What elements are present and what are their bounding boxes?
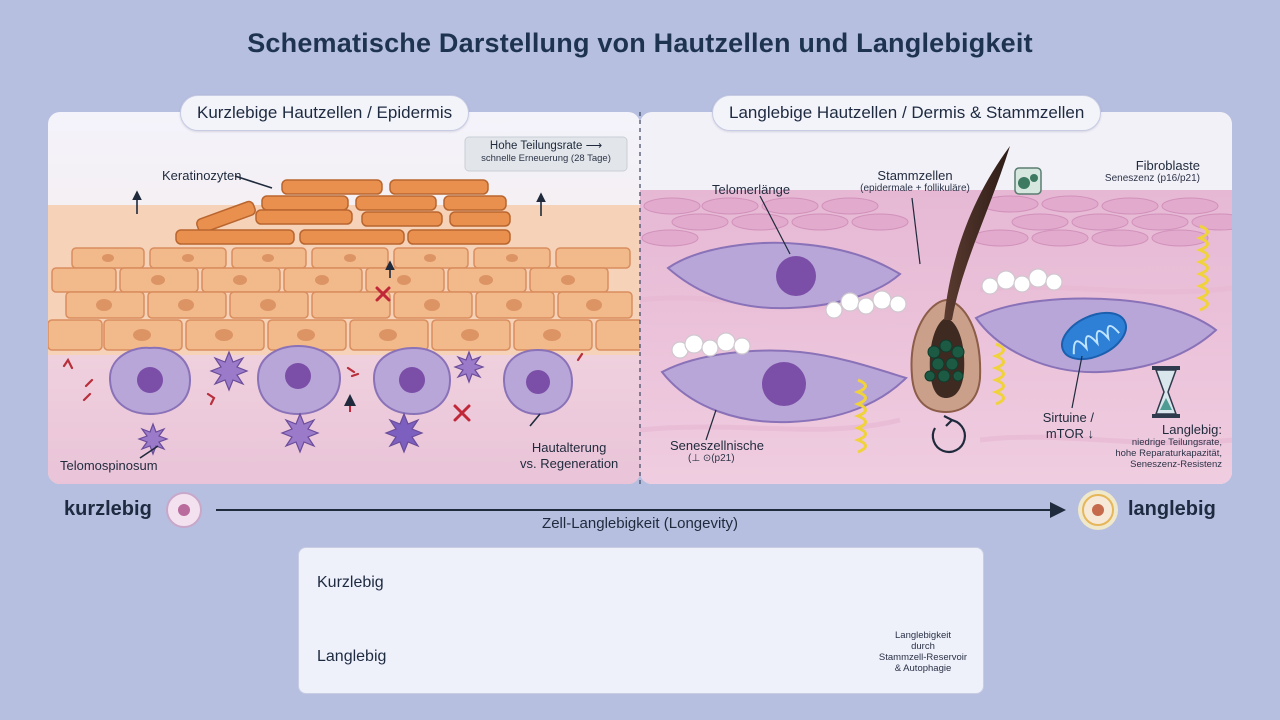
page-title: Schematische Darstellung von Hautzellen …: [247, 28, 1033, 58]
niche-title: Seneszellnische: [670, 438, 764, 453]
niche-sub: (⊥ ⊙(p21): [688, 453, 735, 464]
axis-short-lived: kurzlebig: [64, 498, 152, 520]
longlived-line3: Seneszenz-Resistenz: [1130, 459, 1222, 470]
sirtuins-line1: Sirtuine /: [1042, 410, 1094, 425]
elastin-clusters: [671, 268, 1063, 359]
longlived-line1: niedrige Teilungsrate,: [1131, 437, 1222, 448]
skin-aging-line2: vs. Regeneration: [520, 456, 619, 471]
axis-long-lived: langlebig: [1128, 498, 1216, 520]
skin-aging-label: Hautalterung vs. Regeneration: [520, 440, 618, 472]
left-panel: [48, 112, 640, 484]
mitochondrion-cell: [1061, 311, 1127, 361]
fibroblast-label: Fibroblaste Seneszenz (p16/p21): [1050, 158, 1200, 184]
hourglass-icon: [1152, 366, 1180, 418]
skin-aging-line1: Hautalterung: [531, 440, 607, 455]
division-rate-title: Hohe Teilungsrate: [489, 140, 583, 152]
legend-note-line4: & Autophagie: [894, 663, 952, 674]
fibroblast-title: Fibroblaste: [1135, 158, 1200, 173]
stem-cells-title: Stammzellen: [877, 168, 953, 183]
keratinocyte-cells: [175, 179, 511, 245]
cycle-arrow-icon: [931, 415, 966, 454]
right-panel-heading: Langlebige Hautzellen / Dermis & Stammze…: [712, 95, 1102, 131]
longlived-line2: hohe Reparaturkapazität,: [1115, 448, 1222, 459]
legend-longevity-note: Langlebigkeit durch Stammzell-Reservoir …: [871, 630, 975, 674]
niche-label: Seneszellnische (⊥ ⊙(p21): [670, 438, 764, 464]
legend-note-line3: Stammzell-Reservoir: [878, 652, 968, 663]
stem-cell-cluster: [924, 339, 965, 383]
stem-cells-label: Stammzellen (epidermale + follikuläre): [850, 168, 980, 194]
longevity-axis: [166, 490, 1118, 530]
legend-note-line2: durch: [911, 641, 935, 652]
sirtuins-label: Sirtuine / mTOR ↓: [1022, 410, 1094, 442]
collagen-coils: [853, 224, 1209, 454]
legend-row-short: Kurzlebig: [317, 574, 384, 591]
fibroblast-senescence: Seneszenz (p16/p21): [1104, 173, 1200, 184]
legend-row-long: Langlebig: [317, 648, 387, 665]
axis-caption: Zell-Langlebigkeit (Longevity): [542, 515, 738, 532]
stem-cells-sub: (epidermale + follikuläre): [860, 183, 970, 194]
longlived-summary: Langlebig: niedrige Teilungsrate, hohe R…: [1096, 422, 1222, 470]
telomere-label: Telomerlänge: [712, 182, 791, 197]
division-rate-sub: schnelle Erneuerung (28 Tage): [481, 153, 611, 164]
left-panel-heading: Kurzlebige Hautzellen / Epidermis: [180, 95, 470, 131]
keratinocytes-label: Keratinozyten: [162, 168, 242, 183]
sirtuins-line2: mTOR ↓: [1045, 426, 1094, 441]
basal-cells: [108, 344, 574, 416]
longlived-title: Langlebig:: [1162, 422, 1222, 437]
right-panel: [640, 112, 1232, 484]
division-rate-label: Hohe Teilungsrate ⟶ schnelle Erneuerung …: [471, 139, 621, 165]
stratum-label: Telomospinosum: [60, 458, 158, 473]
radiant-cell-icon: [1078, 490, 1118, 530]
legend-note-line1: Langlebigkeit: [895, 630, 951, 641]
legend-panel: Kurzlebig Langlebig Langlebigkeit durch …: [298, 547, 984, 694]
immune-star-cells: [137, 350, 485, 456]
